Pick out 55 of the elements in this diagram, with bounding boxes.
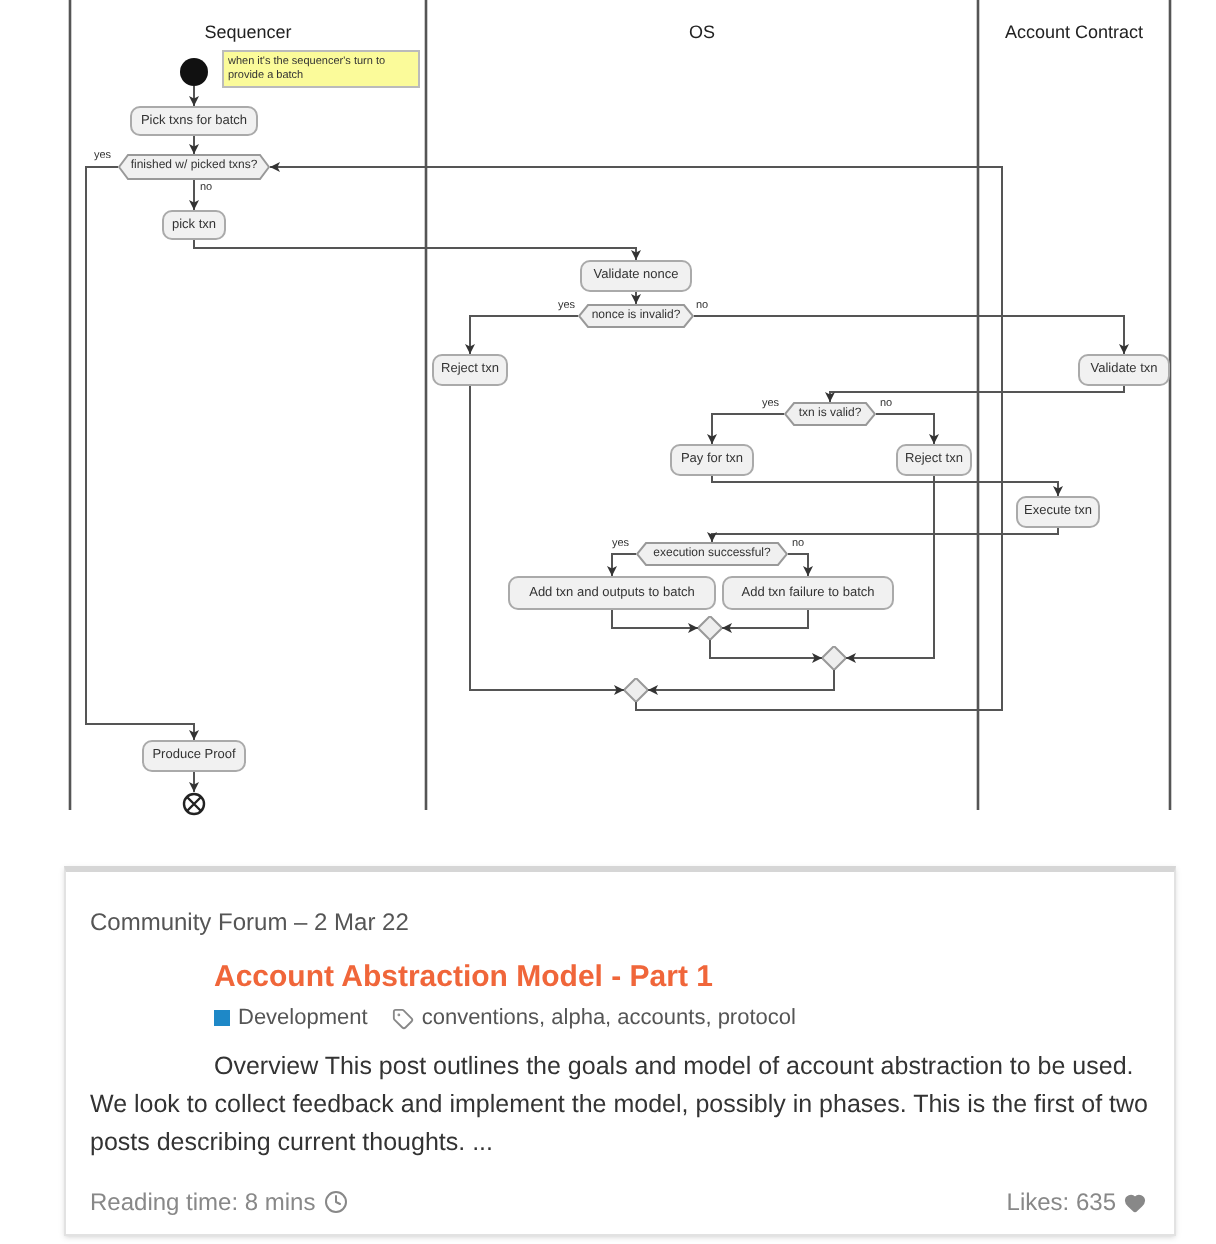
activity-box	[896, 444, 972, 476]
link-card	[64, 866, 1176, 1236]
activity-box	[670, 444, 754, 476]
card-excerpt: Overview This post outlines the goals and model of account abstraction to be used. We look to collect feedback and implement the model, possibly in phases. This is the first of two posts describing current thoughts. ...	[90, 1050, 1150, 1160]
flow-arrow	[709, 639, 823, 663]
category-label: Development	[238, 1004, 368, 1034]
flow-arrow	[607, 553, 637, 577]
flow-arrow	[787, 553, 813, 577]
decision-hexagon	[636, 542, 788, 566]
activity-box	[162, 210, 226, 240]
activity-box	[1016, 496, 1100, 528]
likes-count: Likes: 635	[1006, 1186, 1116, 1220]
note-box	[222, 50, 420, 88]
flow-arrow	[469, 385, 625, 695]
merge-diamond	[822, 646, 846, 670]
end-node	[182, 792, 206, 816]
flow-arrow	[707, 413, 785, 445]
activity-box	[142, 740, 246, 772]
start-node	[180, 58, 208, 86]
merge-diamond	[698, 616, 722, 640]
activity-box	[130, 106, 258, 136]
decision-hexagon	[578, 304, 694, 328]
decision-hexagon	[118, 154, 270, 180]
flow-arrow	[711, 475, 1063, 497]
activity-box	[432, 354, 508, 386]
flow-arrow	[825, 385, 1125, 403]
card-title: Account Abstraction Model - Part 1	[214, 958, 713, 998]
flow-arrow	[193, 239, 641, 261]
lane-header: Account Contract	[1004, 20, 1144, 46]
activity-box	[722, 576, 894, 610]
activity-box	[580, 260, 692, 292]
merge-diamond	[624, 678, 648, 702]
lane-header: OS	[689, 20, 715, 46]
flow-arrow	[631, 291, 641, 305]
flow-arrow	[611, 609, 699, 633]
activity-box	[508, 576, 716, 610]
flow-arrow	[269, 162, 1003, 711]
flow-arrow	[707, 527, 1059, 543]
flow-arrow	[189, 135, 199, 155]
flow-arrow	[465, 315, 579, 355]
lane-header: Sequencer	[204, 20, 292, 46]
reading-time: Reading time: 8 mins	[90, 1186, 316, 1220]
flow-arrow	[721, 609, 809, 633]
flow-arrow	[189, 85, 199, 107]
flow-arrow	[85, 166, 199, 741]
flow-arrow	[647, 669, 835, 695]
flow-arrow	[845, 475, 935, 663]
flow-arrow	[693, 315, 1129, 355]
flow-arrow	[875, 413, 939, 445]
activity-box	[1078, 354, 1170, 386]
flow-arrow	[189, 771, 199, 793]
decision-hexagon	[784, 402, 876, 426]
tag-list: conventions, alpha, accounts, protocol	[421, 1002, 796, 1035]
card-source: Community Forum – 2 Mar 22	[90, 906, 409, 940]
flow-arrow	[189, 179, 199, 211]
